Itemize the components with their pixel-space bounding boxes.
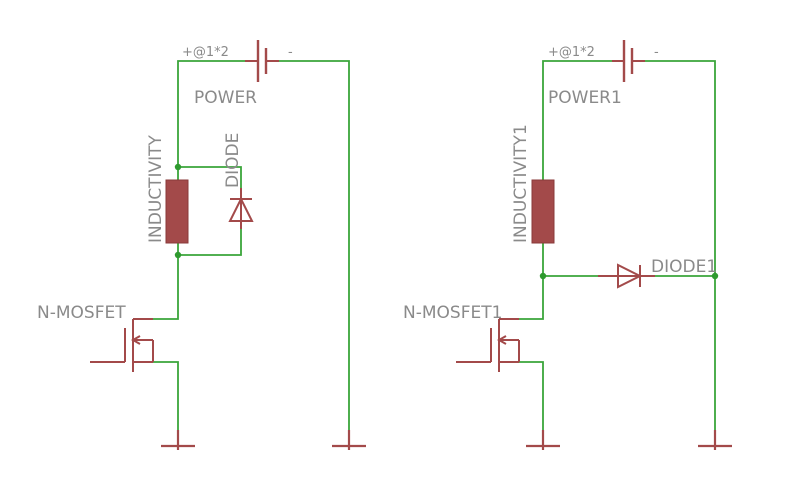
- right-power-plus: +@1*2: [548, 45, 595, 60]
- junction-left-bottom: [174, 251, 182, 259]
- wire-right-rail: [636, 60, 716, 446]
- left-inductor-body: [165, 179, 189, 244]
- wire-left-diode-top: [178, 166, 242, 188]
- right-power-label: POWER1: [548, 88, 622, 108]
- wire-left-diode-bottom: [178, 229, 242, 256]
- right-circuit: +@1*2 - POWER1 INDUCTIVITY1 DIODE1 N-MOS…: [403, 40, 732, 450]
- wire-left-top: [177, 60, 245, 167]
- right-ground-1: [526, 430, 560, 450]
- junction-right-ind: [539, 272, 547, 280]
- right-power-minus: -: [654, 45, 659, 60]
- right-battery: [612, 40, 645, 82]
- left-inductor-label: INDUCTIVITY: [146, 134, 166, 243]
- right-inductor-label: INDUCTIVITY1: [511, 124, 531, 243]
- left-mosfet-label: N-MOSFET: [37, 303, 126, 323]
- left-diode-label: DIODE: [223, 133, 243, 188]
- left-battery: [245, 40, 279, 82]
- left-diode: [228, 188, 254, 229]
- right-ground-2: [698, 430, 732, 450]
- right-wires: [519, 60, 716, 446]
- wire-right-drain: [519, 276, 544, 320]
- left-ground-1: [161, 430, 195, 450]
- left-circuit: +@1*2 - POWER INDUCTIVITY DIODE N-MOSFET: [37, 40, 366, 450]
- right-diode: [598, 263, 655, 289]
- wire-left-drain: [153, 255, 179, 320]
- left-ground-2: [332, 430, 366, 450]
- left-mosfet: [90, 318, 154, 372]
- right-inductor-body: [531, 179, 555, 244]
- wire-left-right-rail: [270, 60, 350, 446]
- wire-right-top: [542, 60, 612, 180]
- left-power-label: POWER: [194, 88, 257, 108]
- left-power-plus: +@1*2: [182, 45, 229, 60]
- right-diode-label: DIODE1: [651, 257, 717, 277]
- left-power-minus: -: [288, 45, 293, 60]
- wire-right-source: [519, 361, 544, 430]
- wire-left-source: [153, 361, 179, 430]
- junction-left-top: [174, 163, 182, 171]
- junction-right-rail: [711, 272, 719, 280]
- right-mosfet: [456, 318, 520, 372]
- right-mosfet-label: N-MOSFET1: [403, 303, 502, 323]
- left-wires: [153, 60, 350, 446]
